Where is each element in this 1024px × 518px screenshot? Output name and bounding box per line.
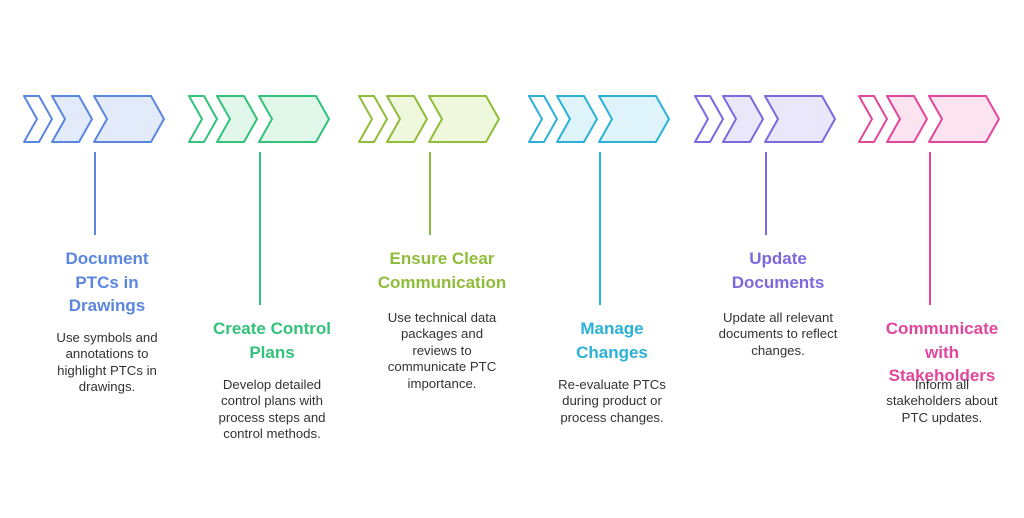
step-title-line: Changes bbox=[576, 342, 648, 362]
step-title-line: Communication bbox=[377, 272, 507, 292]
chevron-arrow-icon bbox=[598, 95, 670, 143]
step-description-line: Use technical data bbox=[387, 310, 497, 325]
step-description-line: annotations to bbox=[65, 346, 149, 362]
step-title-line: Stakeholders bbox=[888, 366, 996, 385]
step-description-line: process steps and bbox=[218, 409, 326, 425]
connector-line bbox=[929, 152, 931, 305]
step-description-line: changes. bbox=[751, 342, 805, 358]
connector-line bbox=[599, 152, 601, 305]
step-description-line: highlight PTCs in bbox=[57, 362, 157, 378]
chevron-arrow-icon bbox=[928, 95, 1000, 143]
step-title-line: PTCs in bbox=[75, 272, 139, 292]
chevron-arrow-icon bbox=[358, 95, 388, 143]
step-title-line: Create Control bbox=[212, 319, 332, 338]
step-description-line: Develop detailed bbox=[222, 377, 322, 392]
chevron-arrow-icon bbox=[556, 95, 598, 143]
connector-line bbox=[429, 152, 431, 235]
step-title-line: Drawings bbox=[68, 296, 146, 315]
step-title-line: Manage bbox=[580, 319, 644, 338]
step-description-line: control methods. bbox=[223, 426, 321, 442]
step-description-line: reviews to bbox=[412, 342, 472, 358]
step-description-line: Update all relevant bbox=[723, 310, 833, 325]
step-title-line: Documents bbox=[731, 272, 825, 292]
step-description-line: communicate PTC bbox=[387, 359, 497, 375]
step-description-line: process changes. bbox=[560, 409, 664, 425]
chevron-group bbox=[858, 95, 1000, 143]
chevron-arrow-icon bbox=[858, 95, 888, 143]
connector-line bbox=[94, 152, 96, 235]
step-description-line: documents to reflect bbox=[718, 326, 838, 342]
chevron-arrow-icon bbox=[764, 95, 836, 143]
step-title-line: Plans bbox=[249, 342, 295, 362]
step-title-line: Update bbox=[749, 249, 807, 268]
chevron-group bbox=[188, 95, 330, 143]
step-description-line: during product or bbox=[562, 393, 662, 409]
connector-line bbox=[765, 152, 767, 235]
step-description-line: control plans with bbox=[221, 393, 323, 409]
step-title-line: with bbox=[925, 342, 959, 362]
chevron-arrow-icon bbox=[722, 95, 764, 143]
chevron-arrow-icon bbox=[886, 95, 928, 143]
chevron-arrow-icon bbox=[528, 95, 558, 143]
step-title-line: Document bbox=[65, 249, 149, 268]
chevron-group bbox=[528, 95, 670, 143]
chevron-arrow-icon bbox=[51, 95, 93, 143]
chevron-group bbox=[358, 95, 500, 143]
chevron-arrow-icon bbox=[694, 95, 724, 143]
step-description-line: Inform all bbox=[914, 377, 970, 392]
step-description-line: stakeholders about bbox=[886, 393, 998, 409]
step-description-line: drawings. bbox=[78, 379, 136, 395]
step-description-line: PTC updates. bbox=[901, 409, 983, 425]
connector-line bbox=[259, 152, 261, 305]
step-title-line: Ensure Clear bbox=[389, 249, 495, 268]
step-title-line: Communicate bbox=[885, 319, 999, 338]
step-description-line: Use symbols and bbox=[56, 330, 158, 345]
chevron-arrow-icon bbox=[23, 95, 53, 143]
chevron-arrow-icon bbox=[258, 95, 330, 143]
chevron-group bbox=[23, 95, 165, 143]
chevron-arrow-icon bbox=[428, 95, 500, 143]
chevron-arrow-icon bbox=[188, 95, 218, 143]
chevron-arrow-icon bbox=[386, 95, 428, 143]
chevron-arrow-icon bbox=[93, 95, 165, 143]
step-description-line: importance. bbox=[407, 375, 477, 391]
chevron-group bbox=[694, 95, 836, 143]
step-description-line: Re-evaluate PTCs bbox=[558, 377, 666, 392]
chevron-arrow-icon bbox=[216, 95, 258, 143]
step-description-line: packages and bbox=[400, 326, 484, 342]
